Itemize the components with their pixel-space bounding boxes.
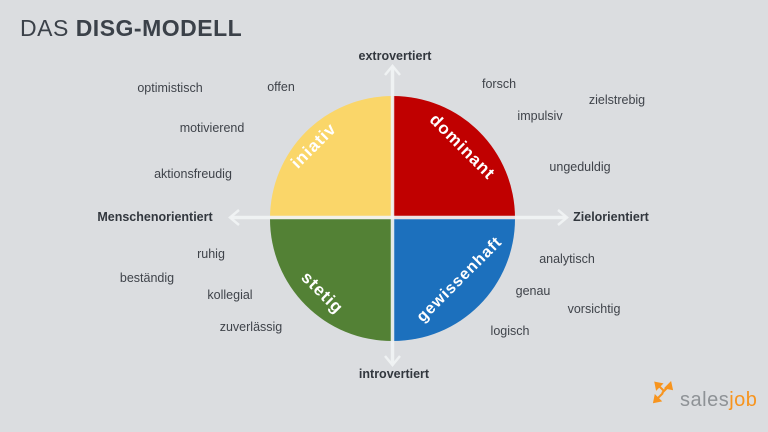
axis-label-menschenorientiert: Menschenorientiert xyxy=(97,210,213,224)
salesjob-arrows-icon xyxy=(652,381,674,404)
page-title: DAS DISG-MODELL xyxy=(20,15,242,42)
trait-bestaendig: beständig xyxy=(119,271,175,285)
trait-zielstrebig: zielstrebig xyxy=(588,93,646,107)
logo-sales-text: sales xyxy=(680,389,730,411)
trait-optimistisch: optimistisch xyxy=(137,81,203,95)
trait-zuverlaessig: zuverlässig xyxy=(219,320,283,334)
trait-genau: genau xyxy=(515,284,551,298)
logo-job-text: job xyxy=(729,389,758,411)
quadrant-dominant xyxy=(392,96,515,219)
trait-offen: offen xyxy=(267,80,295,94)
salesjob-logo: salesjob xyxy=(652,381,757,412)
trait-analytisch: analytisch xyxy=(539,252,595,266)
trait-motivierend: motivierend xyxy=(179,121,245,135)
quadrant-stetig xyxy=(270,218,393,341)
trait-logisch: logisch xyxy=(490,324,530,338)
axis-label-extrovertiert: extrovertiert xyxy=(358,49,432,63)
salesjob-logo-text: salesjob xyxy=(680,389,757,412)
trait-ungeduldig: ungeduldig xyxy=(549,160,611,174)
axis-label-introvertiert: introvertiert xyxy=(358,367,430,381)
trait-impulsiv: impulsiv xyxy=(517,109,563,123)
title-main: DISG-MODELL xyxy=(75,15,243,41)
axis-label-zielorientiert: Zielorientiert xyxy=(573,210,649,224)
title-prefix: DAS xyxy=(20,15,76,41)
trait-aktionsfreudig: aktionsfreudig xyxy=(154,167,232,181)
trait-forsch: forsch xyxy=(481,77,517,91)
trait-ruhig: ruhig xyxy=(197,247,225,261)
disg-circle: iniativ dominant stetig gewissenhaft xyxy=(270,96,515,341)
trait-vorsichtig: vorsichtig xyxy=(567,302,621,316)
trait-kollegial: kollegial xyxy=(207,288,253,302)
